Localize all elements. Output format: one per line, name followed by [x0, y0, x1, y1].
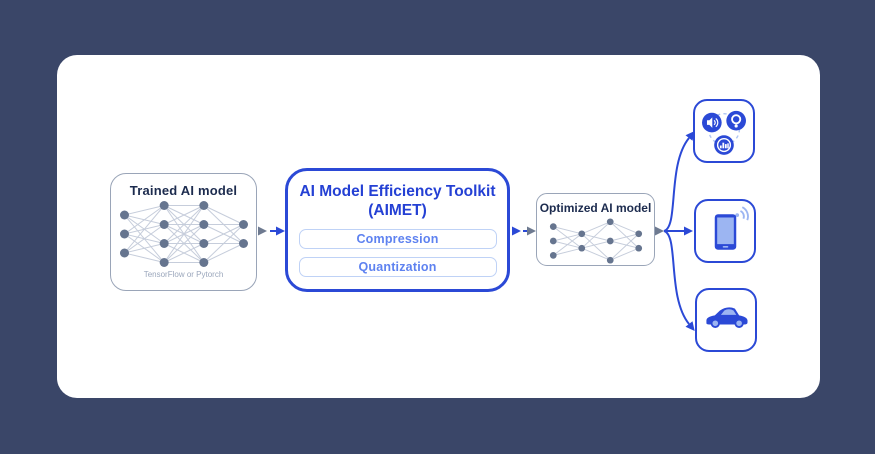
target-iot-box — [693, 99, 755, 163]
trained-neural-network-graphic — [119, 201, 248, 267]
car-icon — [705, 307, 748, 328]
iot-applications-icon — [702, 110, 746, 155]
diagram-card: Trained AI model TensorFlow or Pytorch A… — [57, 55, 820, 398]
aimet-title-line1: AI Model Efficiency Toolkit — [299, 183, 496, 200]
smartphone-icon — [714, 205, 749, 250]
trained-model-box: Trained AI model TensorFlow or Pytorch — [110, 173, 257, 291]
quantization-module: Quantization — [298, 256, 497, 277]
speaker-icon — [702, 112, 722, 133]
optimized-neural-network-graphic — [549, 218, 642, 264]
aimet-title-line2: (AIMET) — [368, 202, 427, 220]
target-car-box — [695, 288, 757, 352]
camera-lens-icon — [726, 110, 746, 131]
aimet-box: AI Model Efficiency Toolkit (AIMET) Comp… — [285, 168, 510, 292]
trained-model-title: Trained AI model — [129, 183, 238, 198]
chart-icon — [714, 135, 734, 155]
optimized-model-title: Optimized AI model — [539, 201, 652, 215]
framework-label: TensorFlow or Pytorch — [143, 270, 224, 279]
aimet-title: AI Model Efficiency Toolkit (AIMET) — [299, 182, 495, 221]
compression-module: Compression — [298, 228, 497, 249]
target-smartphone-box — [694, 199, 756, 263]
optimized-model-box: Optimized AI model — [536, 193, 655, 266]
signal-waves-icon — [734, 205, 749, 220]
